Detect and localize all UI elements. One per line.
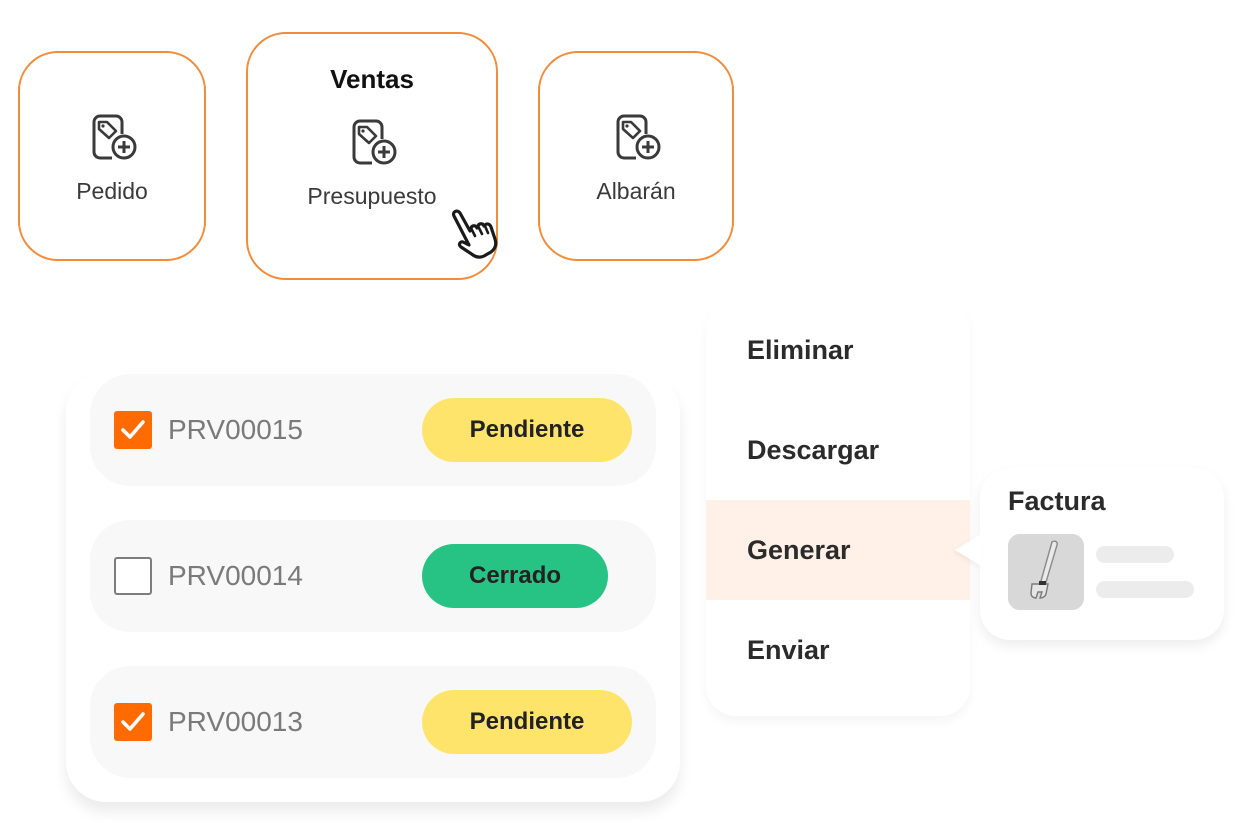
status-badge: Pendiente [422, 398, 632, 462]
list-row[interactable]: PRV00014 Cerrado [90, 520, 656, 632]
menu-item-generar[interactable]: Generar [706, 500, 970, 600]
quote-code: PRV00015 [168, 414, 303, 445]
status-badge: Cerrado [422, 544, 608, 608]
list-row[interactable]: PRV00013 Pendiente [90, 666, 656, 778]
quote-code: PRV00013 [168, 706, 303, 737]
checkbox-checked[interactable] [114, 703, 152, 741]
card-label: Presupuesto [307, 183, 437, 209]
document-tag-add-icon [92, 114, 137, 159]
checkbox-checked[interactable] [114, 411, 152, 449]
quote-code: PRV00014 [168, 560, 303, 591]
menu-item-enviar[interactable]: Enviar [747, 634, 830, 665]
hand-pointer-cursor-icon [451, 209, 498, 259]
wrench-icon [1008, 534, 1084, 610]
card-presupuesto[interactable]: Ventas Presupuesto [246, 32, 498, 280]
submenu-popover[interactable]: Factura [980, 468, 1224, 640]
document-tag-add-icon [616, 114, 661, 159]
wrench-thumbnail [1008, 534, 1084, 610]
checkmark-icon [121, 420, 145, 439]
popover-arrow [955, 534, 981, 566]
checkbox-unchecked[interactable] [114, 557, 152, 595]
placeholder-line [1096, 581, 1194, 598]
card-label: Albarán [596, 177, 676, 204]
context-menu: Eliminar Descargar Generar Enviar [706, 300, 970, 716]
section-title: Ventas [330, 64, 414, 94]
list-row[interactable]: PRV00015 Pendiente [90, 374, 656, 486]
checkmark-icon [121, 712, 145, 731]
menu-item-eliminar[interactable]: Eliminar [747, 334, 854, 365]
document-tag-add-icon [352, 119, 397, 165]
card-pedido[interactable]: Pedido [18, 51, 206, 261]
quotes-list-panel: PRV00015 Pendiente PRV00014 Cerrado PRV0… [66, 372, 680, 802]
card-albaran[interactable]: Albarán [538, 51, 734, 261]
menu-item-descargar[interactable]: Descargar [747, 434, 880, 465]
status-badge: Pendiente [422, 690, 632, 754]
placeholder-line [1096, 546, 1174, 563]
submenu-title: Factura [1008, 486, 1106, 516]
card-label: Pedido [76, 177, 148, 204]
